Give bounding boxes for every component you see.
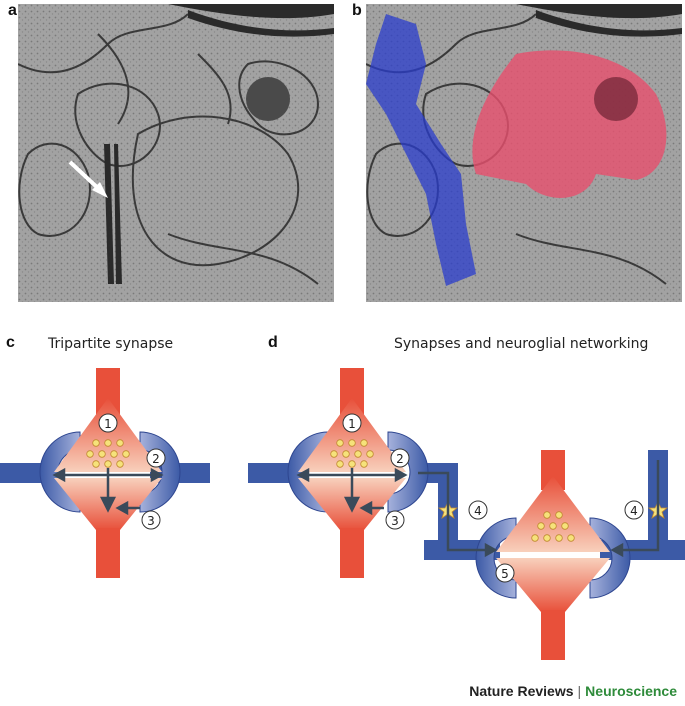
astrocyte-highlight: [366, 14, 476, 286]
micrograph-b: [366, 4, 682, 302]
panel-title-c: Tripartite synapse: [48, 336, 174, 352]
micrograph-a: [18, 4, 334, 302]
journal-field: Neuroscience: [585, 683, 677, 699]
marker-d-4-right: 4: [624, 500, 644, 520]
glia-process-left: [0, 463, 42, 483]
glia-endfoot-d-right-syn-right: [589, 517, 631, 599]
presynaptic-terminal: [54, 398, 162, 472]
vesicle-cluster-d-left: [330, 439, 374, 468]
presynaptic-terminal-d: [298, 398, 406, 472]
svg-text:3: 3: [147, 514, 155, 528]
micrograph-b-drawing: [366, 4, 682, 302]
marker-d-1: 1: [342, 413, 362, 433]
postsynaptic-dendrite: [96, 528, 120, 578]
marker-2: 2: [146, 448, 166, 468]
panel-letter-c: c: [6, 334, 15, 351]
panel-letter-d: d: [268, 334, 278, 351]
neuroglial-network: 1 2 3 4 4 5: [248, 368, 685, 660]
svg-text:2: 2: [396, 452, 404, 466]
svg-text:4: 4: [630, 504, 638, 518]
marker-d-3: 3: [385, 510, 405, 530]
panel-title-d: Synapses and neuroglial networking: [394, 336, 649, 352]
svg-text:4: 4: [474, 504, 482, 518]
postsynaptic-dendrite-d: [340, 528, 364, 578]
vesicle-cluster-d-right: [531, 511, 575, 542]
micrograph-a-drawing: [18, 4, 334, 302]
presynaptic-terminal-d2: [496, 476, 610, 552]
postsynaptic-terminal-d2: [496, 558, 610, 612]
svg-text:3: 3: [391, 514, 399, 528]
arrow-indicator: [68, 160, 102, 192]
panel-letter-b: b: [352, 2, 362, 19]
svg-text:1: 1: [348, 417, 356, 431]
journal-separator: |: [577, 683, 582, 699]
vesicle-cluster: [86, 439, 130, 468]
postsynaptic-dendrite-d2: [541, 610, 565, 660]
marker-d-2: 2: [390, 448, 410, 468]
journal-name: Nature Reviews: [469, 683, 574, 699]
panel-letter-a: a: [8, 2, 17, 19]
svg-text:2: 2: [152, 452, 160, 466]
journal-credit: Nature Reviews|Neuroscience: [469, 683, 677, 699]
marker-d-4-left: 4: [468, 500, 488, 520]
svg-text:5: 5: [501, 567, 509, 581]
marker-1: 1: [98, 413, 118, 433]
tripartite-synapse: 1 2 3: [0, 368, 210, 578]
svg-text:1: 1: [104, 417, 112, 431]
marker-3: 3: [141, 510, 161, 530]
marker-d-5: 5: [495, 563, 515, 583]
